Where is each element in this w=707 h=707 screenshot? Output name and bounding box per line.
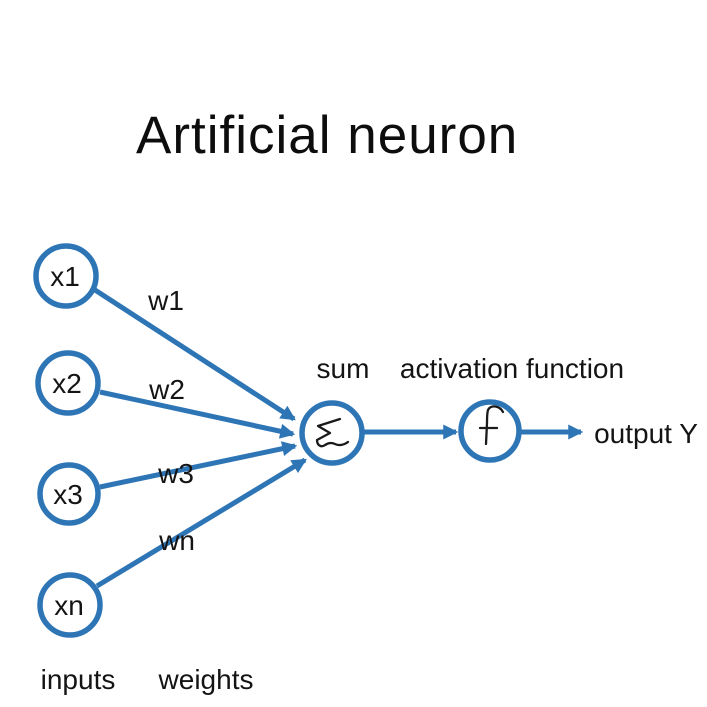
activation-caption: activation function bbox=[399, 353, 625, 384]
sigma-icon bbox=[315, 417, 350, 448]
weights-caption: weights bbox=[158, 664, 254, 695]
input-node-x3 bbox=[37, 462, 101, 526]
edge-w2 bbox=[99, 389, 296, 439]
slide-title: Artificial neuron bbox=[136, 106, 519, 165]
input-label-x2: x2 bbox=[52, 368, 82, 399]
weight-label-w3: w3 bbox=[158, 458, 194, 489]
input-label-xn: xn bbox=[54, 590, 84, 621]
input-label-x1: x1 bbox=[50, 261, 80, 292]
edge-w1 bbox=[93, 287, 296, 422]
f-icon bbox=[478, 405, 505, 446]
sum-caption: sum bbox=[316, 353, 370, 384]
edge-wn bbox=[95, 457, 307, 589]
inputs-caption: inputs bbox=[40, 664, 116, 695]
input-node-x1 bbox=[33, 243, 99, 309]
input-label-x3: x3 bbox=[53, 479, 83, 510]
edge-w3 bbox=[99, 441, 298, 490]
weight-label-w2: w2 bbox=[149, 374, 185, 405]
output-label: output Y bbox=[594, 418, 698, 449]
activation-node-circle bbox=[458, 399, 522, 463]
weight-label-wn: wn bbox=[159, 525, 195, 556]
input-node-x2 bbox=[35, 350, 101, 416]
weight-label-w1: w1 bbox=[148, 285, 184, 316]
sum-node-circle bbox=[299, 400, 365, 466]
input-node-xn bbox=[37, 572, 103, 638]
